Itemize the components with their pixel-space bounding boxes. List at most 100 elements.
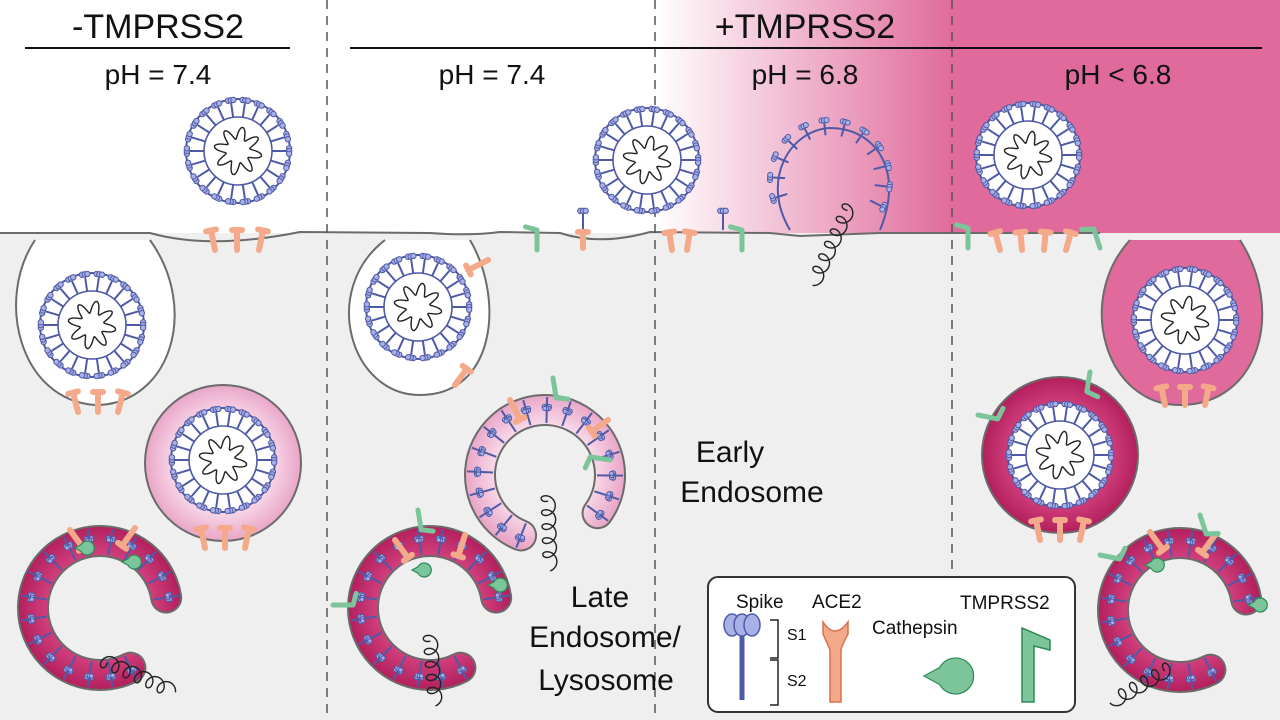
s1-bracket: [770, 619, 779, 659]
cathepsin-icon: [922, 657, 975, 695]
spike-protein: [1041, 104, 1055, 125]
spike-protein: [65, 274, 79, 295]
spike-protein: [363, 301, 384, 313]
spike-protein: [1137, 286, 1157, 303]
spike-protein: [251, 477, 271, 494]
spike-protein: [224, 96, 237, 118]
spike-protein: [648, 193, 661, 215]
ace2-receptor: [115, 525, 138, 552]
spike-protein: [471, 446, 486, 457]
spike-protein: [1146, 345, 1164, 364]
ace2-receptor: [987, 228, 1004, 253]
spike-protein: [419, 340, 432, 362]
ace2-receptor: [661, 228, 678, 253]
spike-protein: [469, 487, 484, 497]
spike-protein: [38, 333, 60, 346]
spike-protein: [1081, 480, 1099, 499]
spike-protein: [1158, 269, 1172, 290]
ace2-receptor: [452, 362, 474, 388]
spike-protein: [251, 100, 265, 121]
spike-protein: [93, 358, 106, 380]
legend-spike-label: Spike: [736, 592, 784, 613]
cathepsin-enzyme: [73, 540, 95, 556]
spike-protein: [1131, 328, 1153, 341]
spike-protein: [1171, 265, 1184, 287]
spike-protein: [989, 180, 1007, 199]
spike-protein: [974, 163, 996, 176]
ace2-receptor: [115, 388, 131, 415]
ace2-receptor: [1200, 383, 1217, 408]
spike-protein: [866, 140, 884, 156]
spike-protein: [196, 409, 210, 430]
spike-protein: [980, 121, 1000, 138]
spike-protein: [1198, 350, 1212, 371]
legend-tmprss2-label: TMPRSS2: [960, 593, 1050, 614]
spike-protein: [431, 256, 445, 277]
early-endosome-col2: [464, 394, 626, 552]
ph-label-col4: pH < 6.8: [1065, 59, 1172, 90]
spike-protein: [855, 126, 870, 144]
spike-protein: [370, 273, 390, 290]
tmprss2-protease: [1097, 545, 1128, 562]
spike-protein: [53, 350, 71, 369]
spike-protein: [169, 468, 191, 481]
spike-protein: [604, 491, 620, 501]
spike-protein: [209, 493, 222, 515]
legend-box: [707, 576, 1076, 713]
spike-protein: [391, 256, 405, 277]
spike-protein: [42, 550, 56, 564]
viral-rna: [198, 435, 248, 485]
spike-protein: [452, 301, 473, 313]
artwork-layer: [17, 96, 1268, 707]
spike-protein: [1171, 353, 1184, 375]
plasma-membrane: [0, 230, 1100, 243]
spike-protein: [1186, 265, 1199, 287]
spike-protein: [259, 107, 277, 126]
spike-protein: [439, 263, 457, 282]
spike-protein: [113, 281, 131, 300]
spike-protein: [620, 190, 634, 211]
header-minus-tmprss2: -TMPRSS2: [72, 8, 244, 46]
viral-rna: [622, 135, 672, 185]
spike-protein: [717, 207, 729, 230]
spike-protein: [1014, 100, 1027, 122]
viral-rna: [1035, 430, 1085, 480]
spike-protein: [255, 439, 277, 452]
spike-protein: [1108, 636, 1123, 648]
spike-protein: [184, 485, 202, 504]
spike-protein: [1012, 472, 1032, 489]
spike-protein: [224, 184, 237, 206]
spike-protein: [648, 105, 661, 127]
spike-protein: [980, 172, 1000, 189]
spike-protein: [164, 592, 180, 602]
spike-protein: [599, 126, 619, 143]
spike-protein: [1029, 100, 1042, 122]
spike-protein: [1130, 314, 1151, 326]
spike-protein: [113, 350, 131, 369]
virion-col1-surface: [183, 96, 293, 206]
spike-protein: [1217, 328, 1239, 341]
spike-protein: [1206, 276, 1224, 295]
spike-protein: [105, 355, 119, 376]
late-endosome-label-2: Endosome/: [529, 621, 681, 654]
legend-s2-label: S2: [787, 673, 807, 690]
spike-protein: [818, 117, 830, 136]
spike-protein: [974, 134, 996, 147]
spike-protein: [1060, 163, 1082, 176]
cathepsin-enzyme: [120, 554, 142, 570]
spike-protein: [1021, 411, 1039, 430]
fusing-virion-col3: [766, 117, 893, 287]
tmprss2-protease: [550, 375, 571, 402]
spike-protein: [1033, 404, 1047, 425]
spike-protein: [668, 185, 686, 204]
ace2-receptor: [507, 397, 528, 425]
spike-protein: [521, 399, 532, 415]
spike-protein: [244, 416, 262, 435]
spike-protein: [370, 324, 390, 341]
spike-protein: [1131, 299, 1153, 312]
spike-protein: [1186, 353, 1199, 375]
spike-protein: [37, 319, 58, 331]
ace2-receptor: [217, 525, 233, 551]
spike-protein: [478, 506, 493, 519]
